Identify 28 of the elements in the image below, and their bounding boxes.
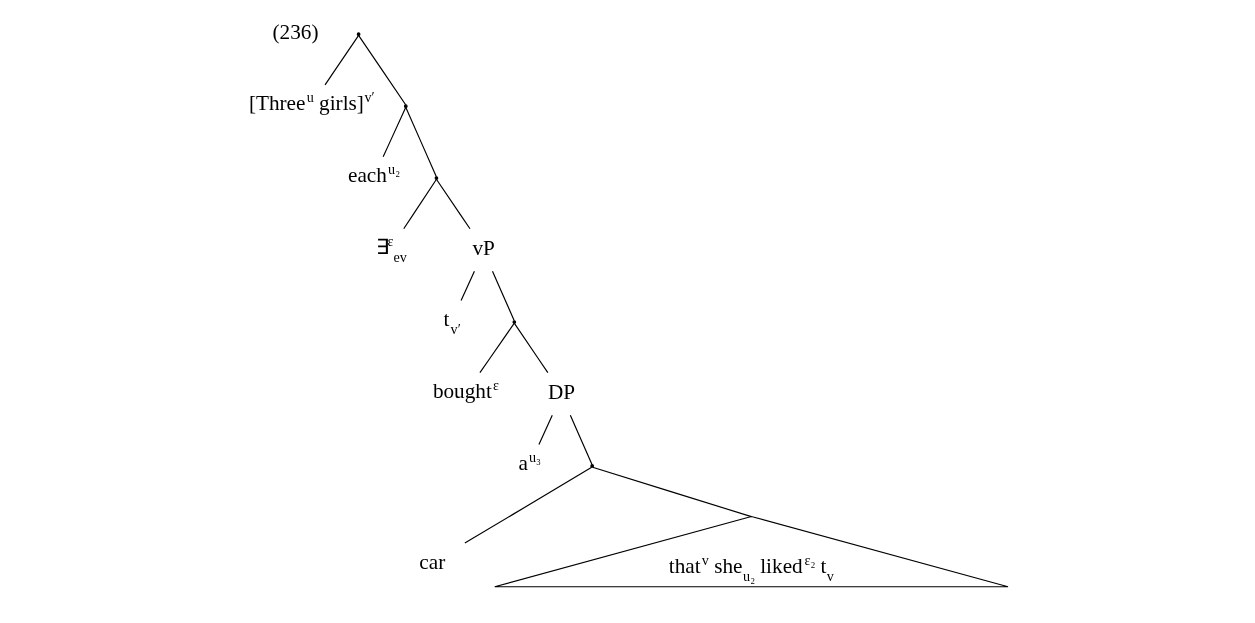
connector <box>382 106 406 158</box>
node-text: vP <box>471 236 495 261</box>
node-point <box>511 320 516 324</box>
node-point <box>434 176 438 180</box>
node-text: each$^{u₂}$ <box>347 161 400 188</box>
node-point <box>589 464 594 468</box>
connector <box>478 322 515 374</box>
connector <box>357 35 406 106</box>
node-text: a$^{u₃}$ <box>517 448 541 475</box>
connector <box>324 35 359 86</box>
connector <box>460 270 475 302</box>
node-text: car <box>418 549 445 574</box>
connector <box>513 322 548 374</box>
node-text: [Three$^{u}$ girls]$^{v′}$ <box>248 89 375 116</box>
node-point <box>403 104 408 108</box>
node-point <box>356 32 360 37</box>
connector <box>591 466 752 518</box>
connector <box>435 178 471 230</box>
connector <box>402 178 437 230</box>
connector <box>404 106 437 178</box>
label: (236) <box>271 20 318 45</box>
node-text: bought$^{ε}$ <box>432 376 499 403</box>
connector <box>537 414 553 445</box>
connector <box>491 270 515 322</box>
connector <box>569 414 593 465</box>
node-text: DP <box>547 380 575 405</box>
node-text: t$_{v′}$ <box>443 307 461 338</box>
connector <box>463 466 592 544</box>
